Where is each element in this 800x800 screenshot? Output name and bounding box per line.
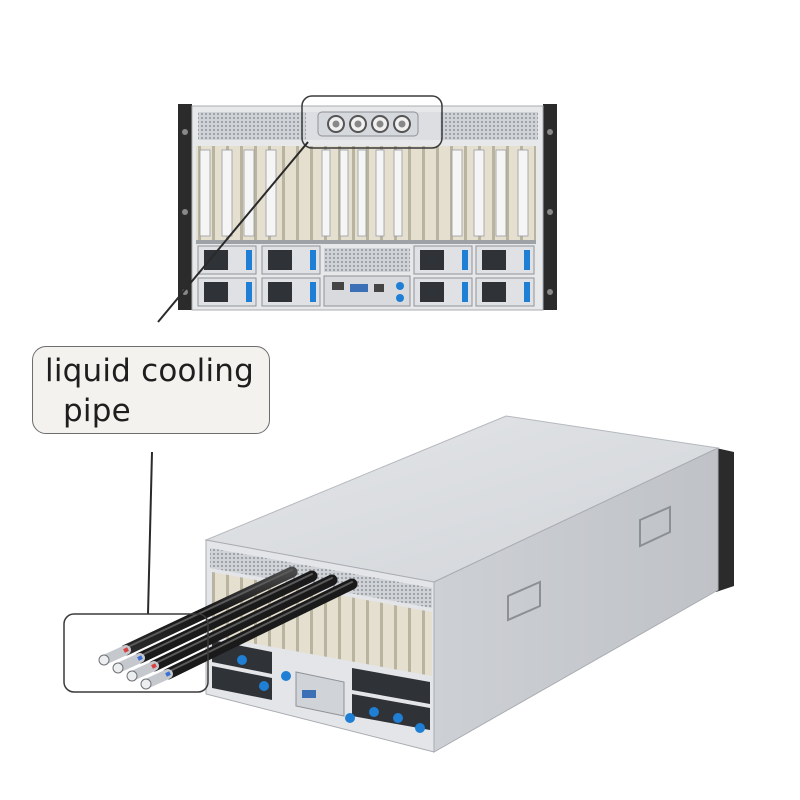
liquid-cooling-pipes	[120, 566, 358, 680]
liquid-cooling-pipe-label: liquid cooling pipe	[32, 346, 270, 434]
quick-disconnect-couplings	[98, 645, 173, 690]
left-rack-ear	[178, 104, 192, 310]
liquid-cooling-ports	[317, 111, 419, 137]
iso-front-psus	[212, 640, 430, 733]
label-line-1: liquid cooling	[45, 353, 255, 389]
power-supply-units-right	[413, 245, 535, 307]
right-rack-ear	[543, 104, 557, 310]
iso-rack-ear	[716, 448, 734, 592]
rear-io-panel	[323, 248, 411, 307]
connectors-callout-frame	[63, 613, 209, 693]
label-line-2: pipe	[63, 393, 131, 429]
ports-callout-frame	[301, 95, 443, 149]
leader-line-bottom	[147, 451, 153, 615]
server-isometric-view	[63, 415, 734, 753]
server-rear-view	[178, 95, 557, 311]
leader-line-top	[157, 141, 309, 323]
power-supply-units-left	[197, 245, 321, 307]
